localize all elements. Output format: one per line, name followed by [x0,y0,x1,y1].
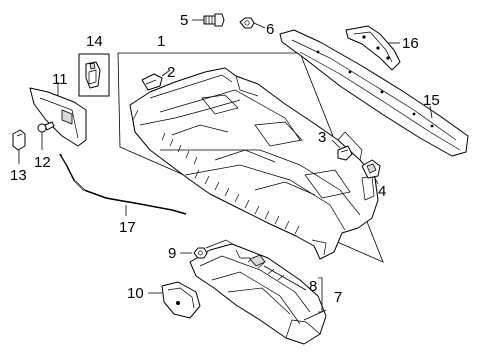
cap-part-13 [12,129,26,164]
callout-3: 3 [318,129,326,146]
nut-clip-part-4 [361,159,381,185]
rod-part-17 [59,153,189,217]
callout-6: 6 [266,21,274,38]
lower-duct-part-7 [189,239,327,345]
screw-part-5 [192,13,225,27]
retainer-clip-part-3 [331,139,353,161]
callout-12: 12 [34,154,51,171]
callout-15: 15 [423,92,440,109]
nut-part-9 [180,247,208,259]
callout-4: 4 [378,183,386,200]
nut-part-6 [239,17,266,29]
callout-5: 5 [180,12,188,29]
callout-11: 11 [52,71,68,88]
callout-7: 7 [334,289,342,306]
bracket-part-16 [345,25,401,71]
clip-part-2 [141,69,171,91]
callout-13: 13 [10,167,27,184]
console-assembly-frame [117,52,384,263]
callout-8: 8 [309,278,317,295]
callout-16: 16 [402,35,419,52]
side-trim-part-11 [29,82,87,147]
callout-17: 17 [119,219,136,236]
clip-detail-box-14 [78,53,110,97]
callout-2: 2 [167,64,175,81]
callout-9: 9 [168,245,176,262]
callout-10: 10 [127,285,144,302]
long-trim-part-15 [279,29,469,157]
callout-14: 14 [86,33,103,50]
bracket-part-10 [148,281,201,319]
console-rib-pattern [161,132,300,235]
push-pin-part-12 [37,121,55,150]
bracket-leaders-7-8 [263,265,327,321]
console-body-part [129,67,379,260]
callout-1: 1 [157,33,165,50]
